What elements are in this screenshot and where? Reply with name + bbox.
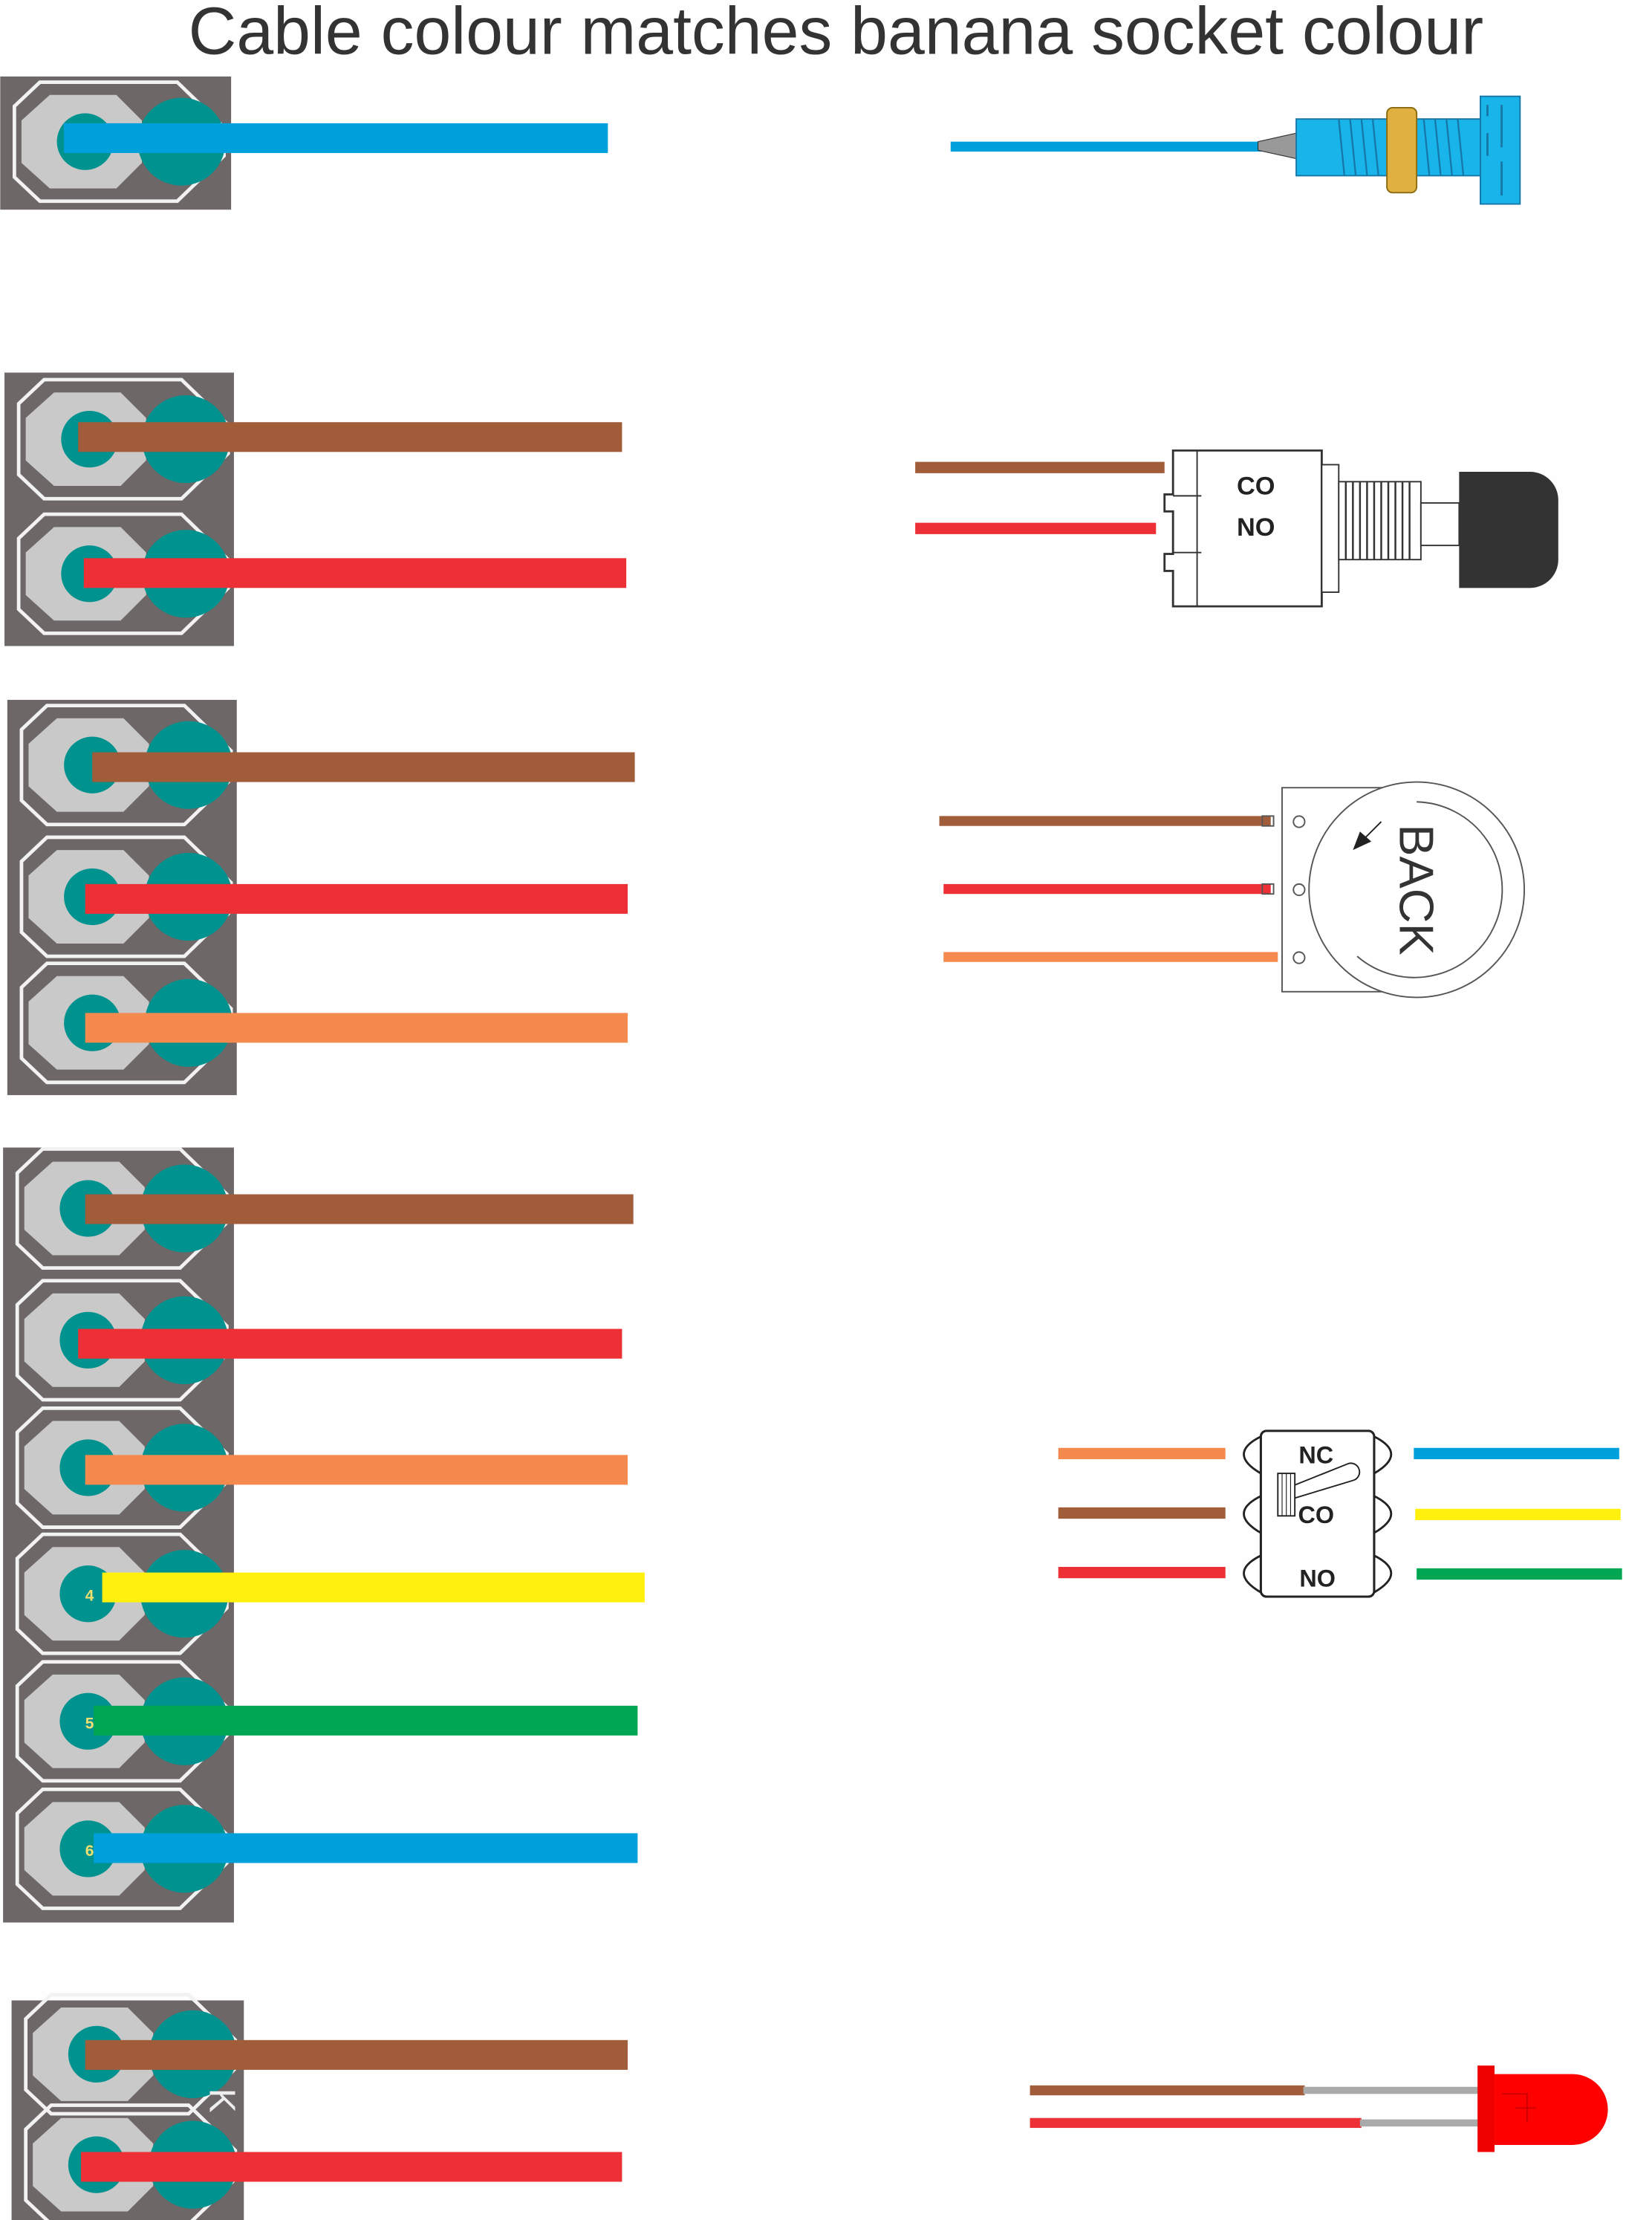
label-no: NO bbox=[1299, 1565, 1336, 1592]
led-lead-anode bbox=[1303, 2086, 1480, 2094]
cable-brown bbox=[85, 2039, 628, 2070]
cable-brown bbox=[1058, 1507, 1226, 1519]
cable-orange bbox=[85, 1455, 628, 1485]
cable-blue bbox=[1414, 1447, 1619, 1460]
cable-red bbox=[85, 883, 628, 914]
thread-icon bbox=[1338, 481, 1422, 561]
led-lead-cathode bbox=[1359, 2119, 1480, 2127]
cable-green bbox=[1417, 1568, 1622, 1580]
cable-red bbox=[78, 1328, 622, 1359]
socket-outline bbox=[16, 512, 230, 635]
socket-panel bbox=[4, 372, 234, 646]
cable-brown bbox=[1030, 2085, 1305, 2096]
label-co: CO bbox=[1237, 472, 1275, 500]
cable-red bbox=[1030, 2117, 1362, 2129]
cable-brown bbox=[939, 816, 1271, 826]
cathode-label: K bbox=[202, 2088, 244, 2113]
banana-socket-component bbox=[950, 95, 1521, 205]
label-no: NO bbox=[1237, 513, 1275, 542]
socket-outline bbox=[15, 1406, 229, 1529]
potentiometer-component: BACK bbox=[939, 781, 1526, 999]
cable-red bbox=[943, 883, 1271, 895]
socket-tip-icon bbox=[1258, 132, 1297, 160]
socket-number: 4 bbox=[85, 1588, 94, 1605]
cable-blue bbox=[950, 141, 1266, 152]
socket-flange-icon bbox=[1480, 95, 1521, 205]
cable-brown bbox=[85, 1194, 634, 1224]
cable-green bbox=[94, 1705, 638, 1736]
socket-outline bbox=[24, 1993, 238, 2116]
socket-outline bbox=[15, 1147, 229, 1270]
label-co: CO bbox=[1298, 1502, 1334, 1528]
cable-red bbox=[81, 2152, 622, 2182]
cable-yellow bbox=[1415, 1508, 1621, 1521]
cable-yellow bbox=[102, 1572, 645, 1603]
panel-cables bbox=[64, 123, 645, 2182]
cable-blue bbox=[94, 1833, 638, 1863]
cable-brown bbox=[915, 461, 1165, 473]
socket-outline bbox=[15, 1532, 229, 1655]
socket-number: 6 bbox=[85, 1843, 94, 1860]
cable-blue bbox=[64, 123, 608, 153]
page-title: Cable colour matches banana socket colou… bbox=[189, 0, 1483, 68]
led-component bbox=[1030, 2065, 1608, 2152]
cable-brown bbox=[78, 422, 622, 452]
socket-panel: 4 5 6 bbox=[3, 1147, 234, 1923]
label-nc: NC bbox=[1298, 1442, 1333, 1469]
socket-outline bbox=[13, 80, 226, 204]
toggle-switch-component: NC CO NO bbox=[1058, 1429, 1622, 1598]
socket-outline bbox=[15, 1279, 229, 1402]
cable-red bbox=[915, 522, 1157, 534]
socket-outline bbox=[19, 835, 233, 958]
cable-orange bbox=[85, 1013, 628, 1043]
led-body-icon bbox=[1495, 2074, 1608, 2145]
push-button-component: CO NO bbox=[915, 449, 1558, 608]
socket-outline bbox=[19, 961, 233, 1085]
socket-outline bbox=[24, 2103, 238, 2220]
button-knob-icon bbox=[1459, 471, 1558, 588]
cable-brown bbox=[92, 752, 635, 782]
socket-outline bbox=[15, 1660, 229, 1783]
cable-red bbox=[1058, 1566, 1226, 1579]
socket-nut-icon bbox=[1386, 106, 1418, 194]
cable-orange bbox=[943, 952, 1278, 962]
socket-outline bbox=[16, 377, 230, 501]
rotation-arrow-icon bbox=[1353, 831, 1372, 851]
socket-outline bbox=[15, 1787, 229, 1910]
label-back: BACK bbox=[1389, 824, 1443, 955]
cable-orange bbox=[1058, 1447, 1226, 1460]
socket-panels: 4 5 6K bbox=[0, 76, 244, 2220]
socket-number: 5 bbox=[85, 1715, 94, 1732]
socket-outline bbox=[19, 704, 233, 827]
socket-panel: K bbox=[11, 1993, 244, 2220]
cable-red bbox=[83, 558, 627, 588]
